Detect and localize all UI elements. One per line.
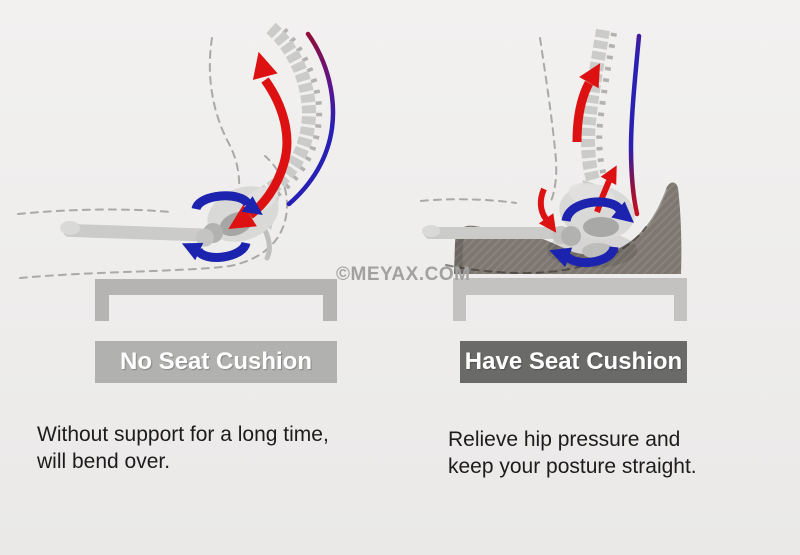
coccyx-bone [261, 225, 272, 261]
straight-spine-illustration [581, 28, 617, 182]
dashed-body-outline [17, 37, 289, 279]
blue-rotation-arrow-bottom-icon [177, 234, 251, 262]
caption-with-cushion: Relieve hip pressure and keep your postu… [448, 426, 697, 480]
figure-no-cushion [17, 22, 336, 279]
red-hip-front-arrow-icon [537, 187, 564, 238]
caption-line: Without support for a long time, [37, 423, 329, 446]
red-lumbar-arrow-icon [594, 161, 625, 213]
spine-curve-gradient-line [286, 31, 336, 207]
caption-no-cushion: Without support for a long time, will be… [37, 421, 329, 475]
blue-rotation-arrow-bottom-icon [545, 240, 619, 268]
label-have-seat-cushion: Have Seat Cushion [460, 341, 687, 383]
spine-gradient-line [628, 33, 642, 217]
bench-left [95, 279, 337, 321]
caption-line: Relieve hip pressure and [448, 428, 681, 451]
figure-with-cushion [420, 28, 682, 275]
red-straighten-arrow-icon [572, 57, 610, 143]
cushion-contour-dash [445, 226, 647, 275]
bench-right [453, 278, 687, 321]
dashed-body-outline [420, 37, 558, 204]
caption-line: will bend over. [37, 450, 171, 473]
red-bend-arrow-icon [221, 48, 292, 240]
label-no-seat-cushion: No Seat Cushion [95, 341, 337, 383]
femur-bone [60, 220, 214, 247]
blue-rotation-arrow-top-icon [561, 197, 641, 231]
caption-line: keep your posture straight. [448, 455, 697, 478]
watermark: ©MEYAX.COM [336, 264, 471, 285]
blue-rotation-arrow-top-icon [191, 191, 269, 223]
